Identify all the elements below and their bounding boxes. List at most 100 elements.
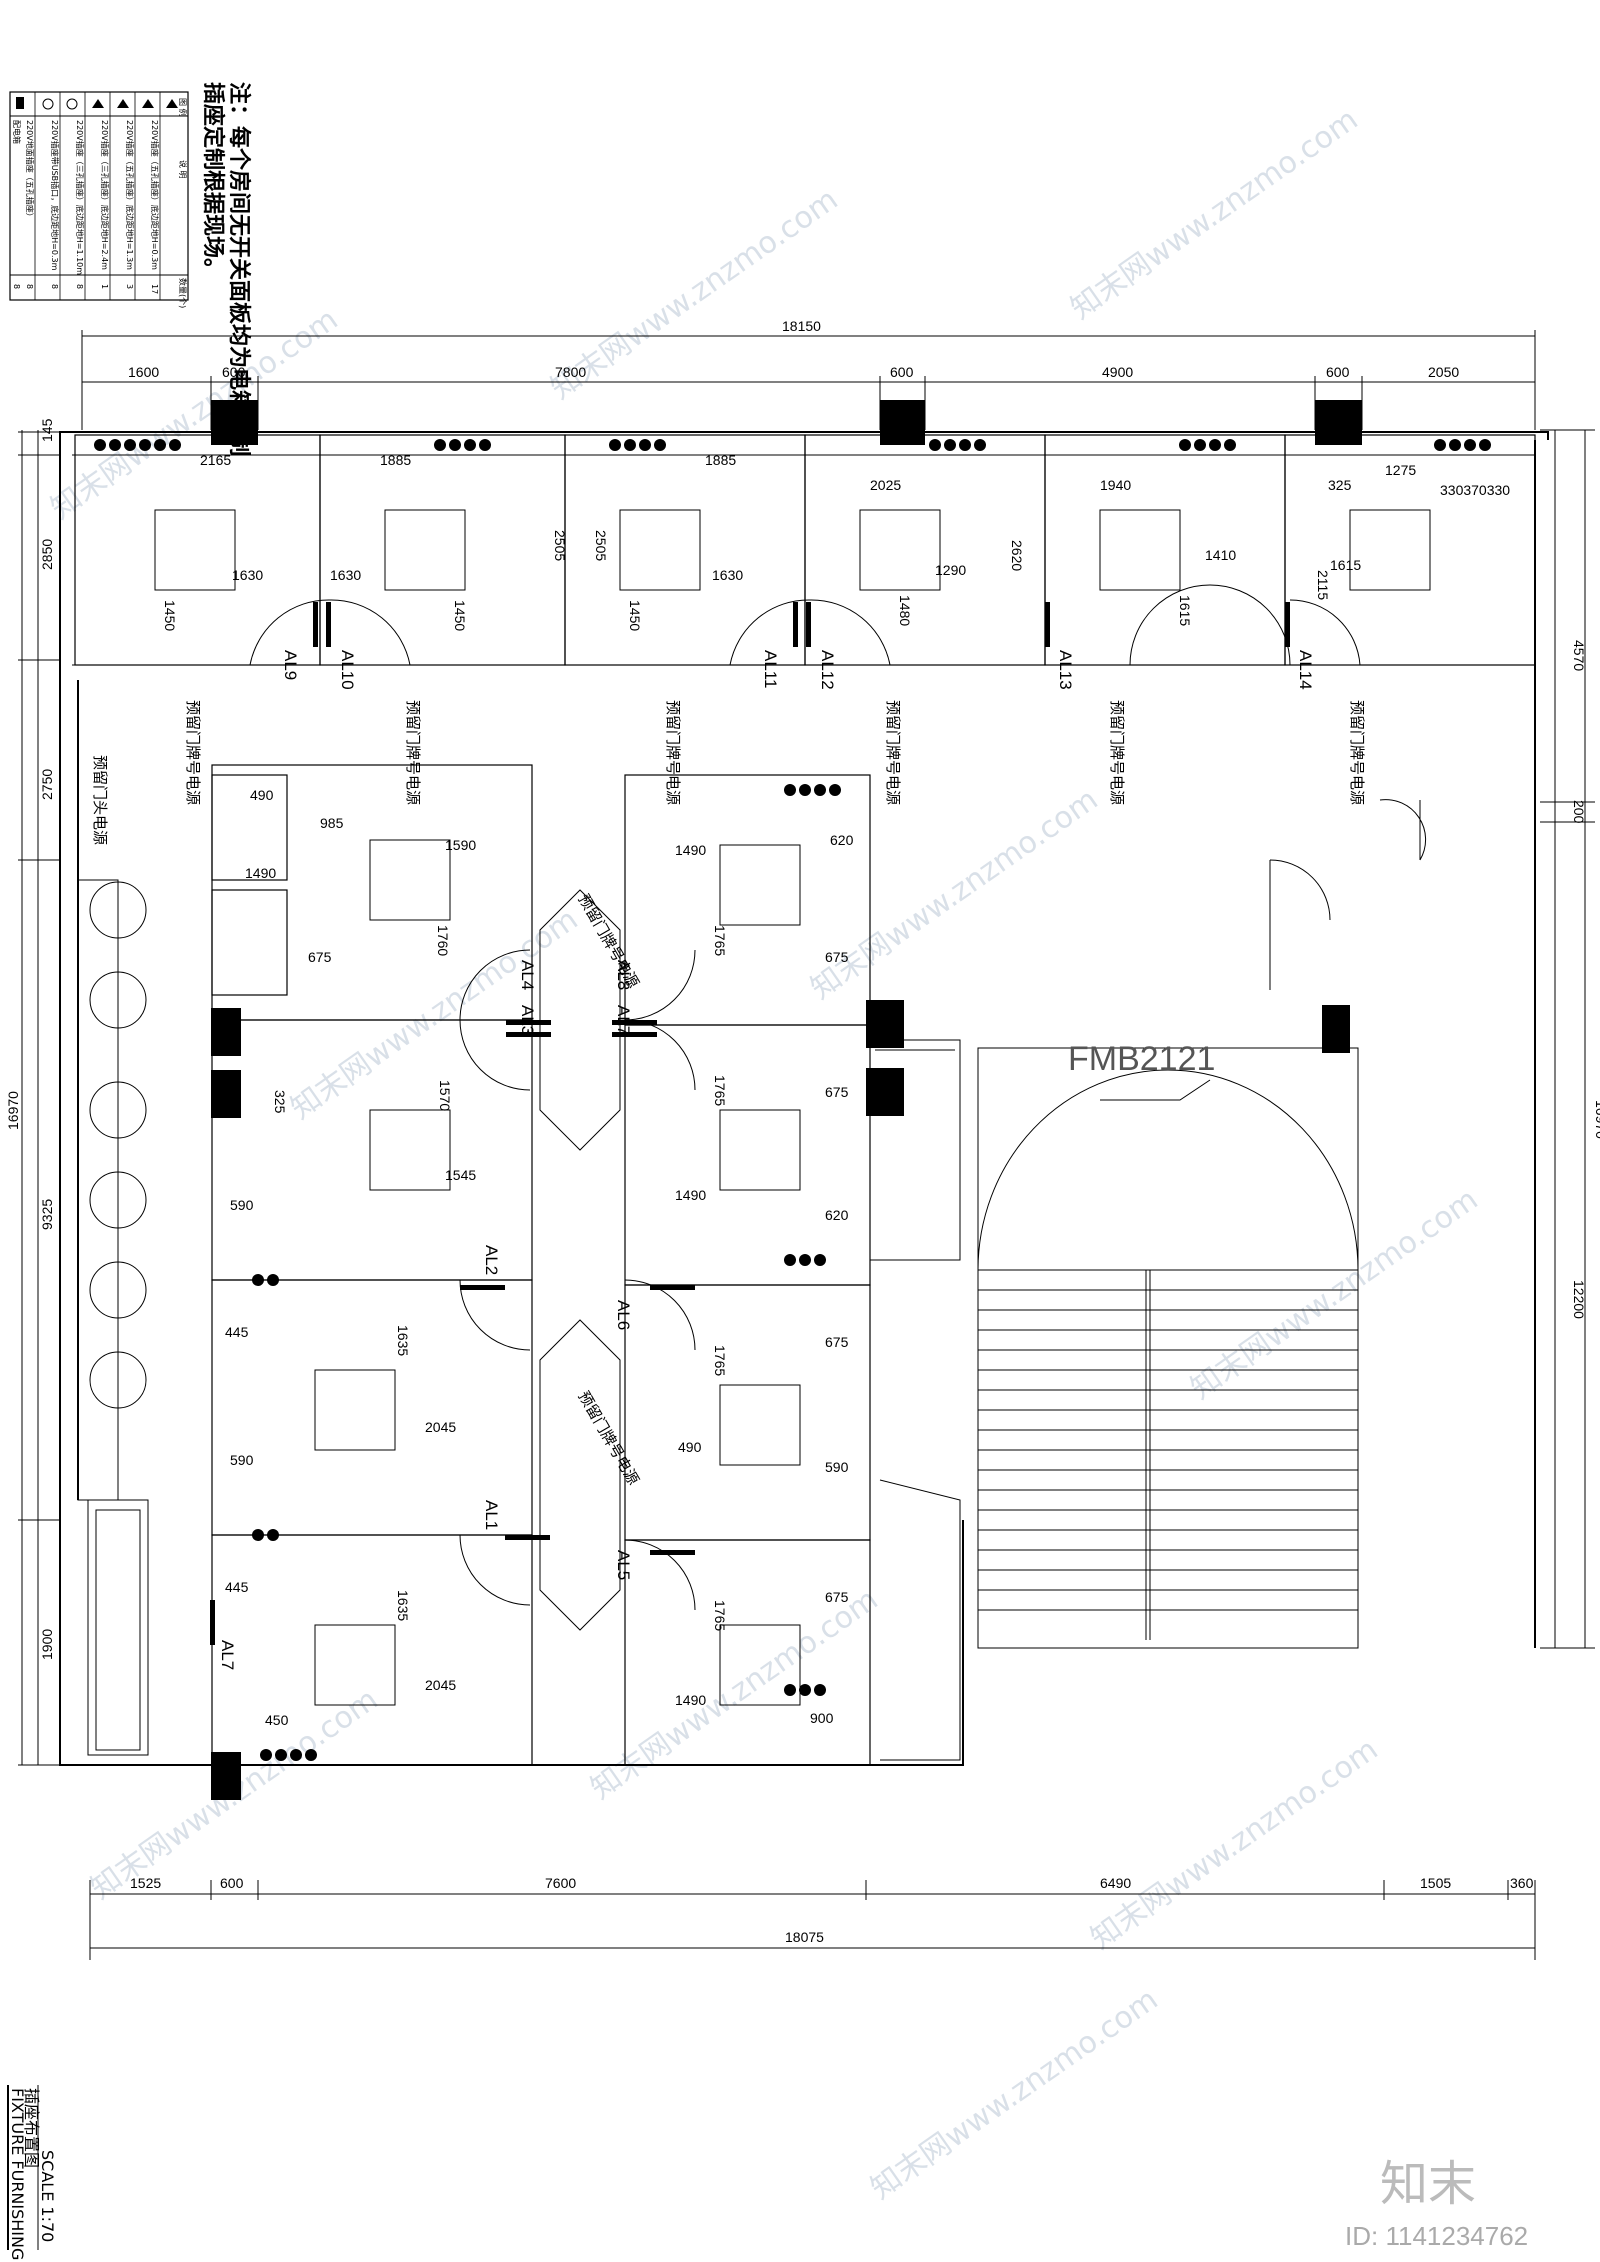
watermark: 知末网www.znzmo.com [865,1982,1165,2207]
watermark: 知末网www.znzmo.com [585,1582,885,1807]
room-dim: 2165 [200,452,231,468]
legend-row-desc: 220V插座带USB插口，底边距地H=0.3m [50,120,60,271]
legend-row-qty: 3 [125,284,134,289]
room-dim: 1635 [395,1590,411,1621]
panel-tag: AL8 [614,960,633,990]
dim-bottom: 360 [1510,1875,1534,1891]
watermarks: 知末网www.znzmo.com 知末网www.znzmo.com 知末网www… [45,102,1485,2207]
room-dim: 490 [678,1439,702,1455]
legend-row-desc: 220V插座（五孔插座）底边距地H=0.3m [150,120,160,270]
room-dim: 590 [230,1197,254,1213]
dim-left: 9325 [39,1199,55,1230]
room-dim: 1545 [445,1167,476,1183]
room-dim: 675 [825,1334,849,1350]
room-dim: 1635 [395,1325,411,1356]
room-dim: 1940 [1100,477,1131,493]
panel-tag: AL3 [518,1005,537,1035]
dim-right: 16970 [1593,1100,1600,1139]
legend-row-desc: 220V地面插座（五孔插座） [25,120,35,221]
legend-row-qty: 8 [12,284,21,289]
dim-left: 2750 [39,769,55,800]
corridor-seating [77,879,149,1756]
dim-top: 600 [890,364,914,380]
watermark: 知末网www.znzmo.com [545,182,845,407]
room-dim: 1630 [330,567,361,583]
legend-row-qty: 8 [50,284,59,289]
right-rooms [624,774,871,1766]
dim-top: 2050 [1428,364,1459,380]
door-power-label: 预留门牌号电源 [884,700,902,805]
room-dim: 1615 [1177,595,1193,626]
room-dim: 2025 [870,477,901,493]
door-power-label: 预留门牌号电源 [664,700,682,805]
dim-bottom: 1525 [130,1875,161,1891]
room-dim: 590 [825,1459,849,1475]
door-head-power-label: 预留门头电源 [91,755,109,845]
brand-logo: 知末 [1380,2156,1476,2212]
room-dim: 620 [830,832,854,848]
room-dim: 985 [320,815,344,831]
room-dim: 490 [250,787,274,803]
dim-bottom: 1505 [1420,1875,1451,1891]
room-dim: 675 [825,1589,849,1605]
dining-tables [154,509,1431,1706]
panel-tag: AL5 [614,1550,633,1580]
room-dim: 1450 [452,600,468,631]
room-dim: 330370330 [1440,482,1510,498]
room-dim: 1450 [627,600,643,631]
watermark: 知末网www.znzmo.com [805,782,1105,1007]
dim-left: 1900 [39,1629,55,1660]
room-dim: 325 [272,1090,288,1114]
room-dim: 675 [825,1084,849,1100]
room-dim: 1760 [435,925,451,956]
dim-bottom: 600 [220,1875,244,1891]
room-dim: 445 [225,1579,249,1595]
room-dim: 1765 [712,925,728,956]
room-dim: 1630 [712,567,743,583]
dimension-right [1540,429,1595,1649]
dim-top: 7800 [555,364,586,380]
dim-top-overall: 18150 [782,318,821,334]
dimension-bottom [89,1880,1536,1960]
room-dim: 1615 [1330,557,1361,573]
panel-tag: AL4 [518,960,537,990]
panel-tag: AL13 [1056,650,1075,690]
legend-row-desc: 220V插座（三孔插座）底边距地H=2.4m [100,120,110,270]
dimension-left [18,430,60,1766]
dim-left: 2850 [39,539,55,570]
room-dim: 1490 [245,865,276,881]
room-dim: 590 [230,1452,254,1468]
legend-row-qty: 17 [150,284,159,294]
dim-left: 16970 [5,1091,21,1130]
legend-row-qty: 8 [75,284,84,289]
room-dim: 1480 [897,595,913,626]
dim-left: 145 [39,418,55,442]
socket-icons [94,439,1491,1761]
legend-row-qty: 8 [25,284,34,289]
watermark: 知末网www.znzmo.com [285,902,585,1127]
top-doors [249,584,1361,666]
panel-tag: AL11 [761,650,780,688]
image-id: ID: 1141234762 [1345,2221,1528,2251]
door-power-label: 预留门牌号电源 [184,700,202,805]
panel-tag: AL9 [281,650,300,680]
door-power-label: 预留门牌号电源 [1108,700,1126,805]
room-dim: 1490 [675,842,706,858]
dim-right: 200 [1571,800,1587,824]
room-dim: 620 [825,1207,849,1223]
dim-bottom-overall: 18075 [785,1929,824,1945]
door-power-label: 预留门牌号电源 [575,1388,643,1488]
room-dim: 1490 [675,1692,706,1708]
room-dim: 675 [308,949,332,965]
panel-tag: AL14 [1296,650,1315,690]
stairs [870,799,1427,1761]
watermark: 知末网www.znzmo.com [1185,1182,1485,1407]
dim-bottom: 6490 [1100,1875,1131,1891]
panel-tag: AL10 [338,650,357,690]
room-dim: 1630 [232,567,263,583]
room-dim: 2045 [425,1419,456,1435]
dim-right: 12200 [1571,1280,1587,1319]
panel-tag: AL6 [614,1300,633,1330]
watermark: 知末网www.znzmo.com [1085,1732,1385,1957]
